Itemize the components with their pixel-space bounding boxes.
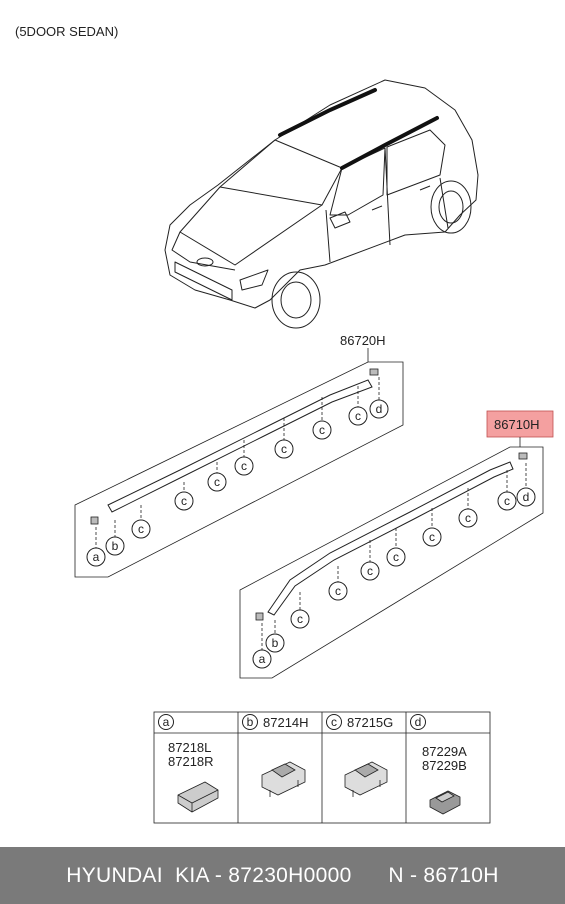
- clip-d-86720h: [369, 368, 379, 376]
- callout-a: a: [93, 550, 100, 564]
- legend-key-a: a: [163, 715, 170, 729]
- legend-table: a b 87214H c 87215G d 87218L 87218R 8722…: [153, 711, 491, 824]
- legend-code-d-2: 87229B: [422, 758, 467, 773]
- callout-a: a: [259, 652, 266, 666]
- callout-d: d: [523, 490, 530, 504]
- callout-c: c: [214, 475, 220, 489]
- leaders-86720h: [95, 377, 380, 548]
- callout-c: c: [281, 442, 287, 456]
- footer-part: N - 86710H: [388, 863, 499, 887]
- footer-brand: HYUNDAI KIA - 87230H0000: [66, 863, 352, 887]
- clip-d-86710h: [518, 452, 528, 460]
- car-illustration: [164, 79, 479, 329]
- callouts-86710h: a b c c c c c c c d: [252, 487, 536, 669]
- legend-code-d-1: 87229A: [422, 744, 467, 759]
- callout-c: c: [504, 494, 510, 508]
- legend-key-c: c: [331, 715, 337, 729]
- callout-c: c: [393, 550, 399, 564]
- variant-label: (5DOOR SEDAN): [15, 24, 118, 39]
- legend-code-c: 87215G: [347, 715, 393, 730]
- part-b-illustration: [261, 761, 306, 797]
- callout-c: c: [367, 564, 373, 578]
- callout-c: c: [355, 409, 361, 423]
- part-d-illustration: [429, 790, 461, 815]
- car-roof-rail-left: [278, 88, 377, 137]
- parts-diagram: (5DOOR SEDAN) 86720H: [15, 24, 554, 824]
- legend-code-a-2: 87218R: [168, 754, 214, 769]
- footer-spacer: [352, 864, 389, 888]
- frame-86720h: [74, 361, 404, 578]
- callout-d: d: [376, 402, 383, 416]
- clip-a-86710h: [255, 612, 264, 621]
- frame-86710h: [239, 446, 544, 679]
- part-label-86720h: 86720H: [340, 333, 386, 348]
- callout-b: b: [272, 636, 279, 650]
- footer-bar: HYUNDAI KIA - 87230H0000 N - 86710H: [0, 847, 565, 904]
- callout-b: b: [112, 539, 119, 553]
- callouts-86720h: a b c c c c c c c d: [86, 399, 389, 567]
- callout-c: c: [241, 459, 247, 473]
- legend-key-d: d: [415, 715, 422, 729]
- car-roof-rail-right: [340, 116, 439, 170]
- legend-code-a-1: 87218L: [168, 740, 211, 755]
- clip-a-86720h: [90, 516, 99, 525]
- callout-c: c: [429, 530, 435, 544]
- callout-c: c: [181, 494, 187, 508]
- rail-86720h: [107, 379, 373, 513]
- part-label-86710h: 86710H: [494, 417, 540, 432]
- callout-c: c: [335, 584, 341, 598]
- rail-86710h: [267, 461, 514, 616]
- legend-code-b: 87214H: [263, 715, 309, 730]
- callout-c: c: [138, 522, 144, 536]
- part-a-illustration: [177, 781, 219, 813]
- callout-c: c: [319, 423, 325, 437]
- leaders-86710h: [261, 463, 527, 650]
- part-c-illustration: [344, 761, 388, 797]
- callout-c: c: [465, 511, 471, 525]
- callout-c: c: [297, 612, 303, 626]
- legend-key-b: b: [247, 715, 254, 729]
